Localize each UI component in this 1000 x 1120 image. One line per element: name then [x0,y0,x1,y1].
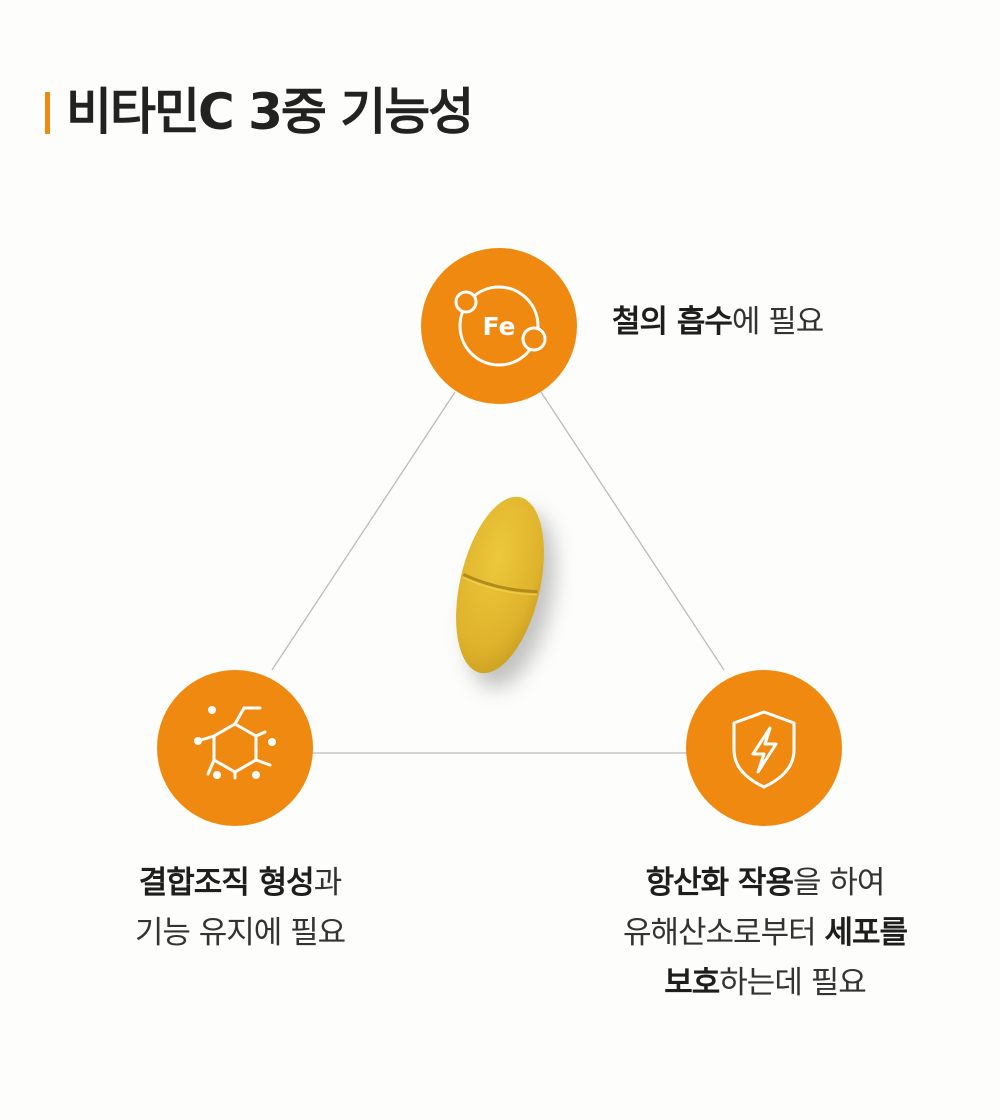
vitamin-tablet-image [456,496,555,688]
title-accent-bar [45,92,50,134]
shield-lightning-icon [732,710,796,789]
page-title: 비타민C 3중 기능성 [66,83,474,141]
connective-tissue-bold: 결합조직 형성 [138,865,315,901]
iron-absorption-rest: 에 필요 [731,304,824,340]
antioxidant-line2-bold: 세포를 [824,915,908,951]
iron-atom-icon: Fe [454,285,547,367]
connective-tissue-circle [157,670,313,826]
iron-symbol: Fe [482,312,515,341]
antioxidant-bold: 항산화 작용 [645,865,794,901]
connective-tissue-line2: 기능 유지에 필요 [134,915,346,951]
antioxidant-line3-rest: 하는데 필요 [719,965,866,1001]
iron-absorption-bold: 철의 흡수 [612,304,733,340]
iron-absorption-label: 철의 흡수에 필요 [612,297,824,347]
connective-tissue-rest: 과 [313,865,343,901]
antioxidant-label: 항산화 작용을 하여 유해산소로부터 세포를 보호하는데 필요 [580,858,950,1008]
molecule-hexagon-icon [194,706,276,780]
antioxidant-line3-bold: 보호 [664,965,720,1001]
connective-tissue-label: 결합조직 형성과 기능 유지에 필요 [90,858,390,958]
antioxidant-rest: 을 하여 [792,865,885,901]
antioxidant-circle [686,670,842,826]
iron-absorption-circle: Fe [421,248,577,404]
antioxidant-line2-rest: 유해산소로부터 [622,915,825,951]
